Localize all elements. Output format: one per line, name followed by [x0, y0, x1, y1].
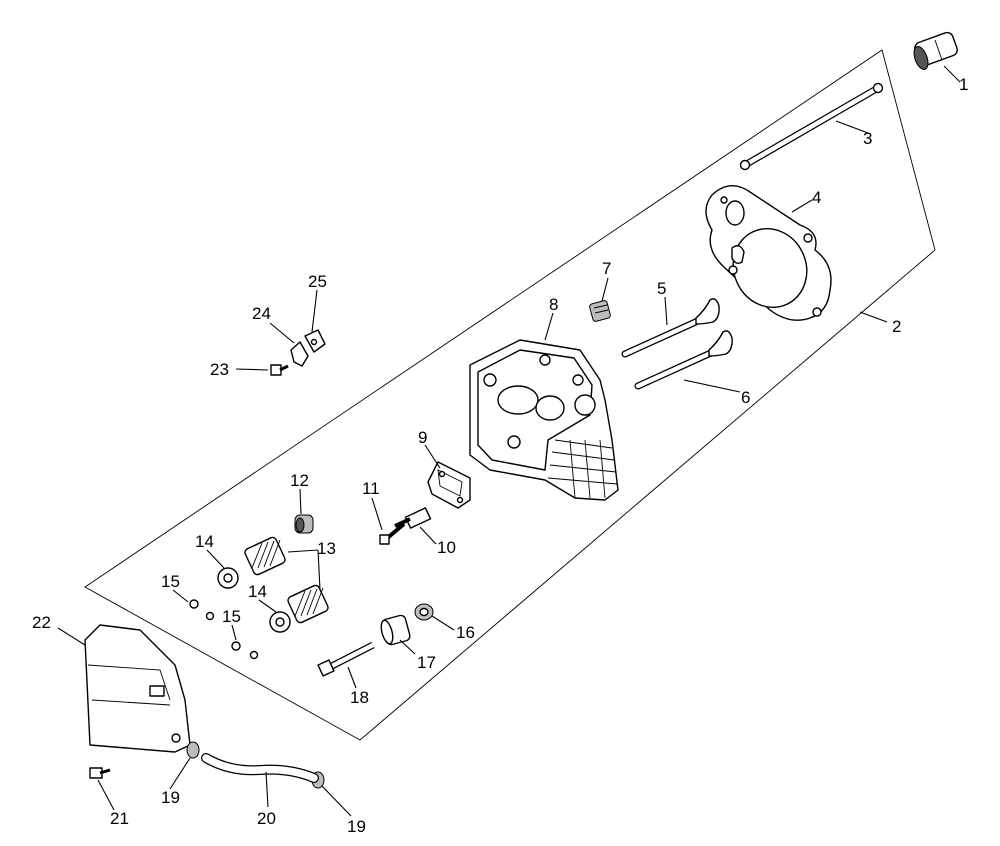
part-14-washer-upper	[217, 567, 239, 589]
part-9-rocker-bracket	[427, 461, 471, 509]
part-13-spring-upper	[244, 536, 286, 576]
label-20: 20	[257, 809, 276, 828]
label-13: 13	[317, 539, 336, 558]
label-12: 12	[290, 471, 309, 490]
part-7-valve-seal	[589, 300, 611, 322]
label-3: 3	[863, 129, 872, 148]
kit-outline	[84, 49, 936, 741]
part-6-valve	[634, 330, 733, 390]
part-1-tappet	[913, 31, 958, 70]
part-15-collets-upper	[189, 599, 215, 621]
label-18: 18	[350, 688, 369, 707]
label-8: 8	[549, 295, 558, 314]
part-15-collets-lower	[231, 641, 259, 660]
label-23: 23	[210, 360, 229, 379]
label-17: 17	[417, 653, 436, 672]
part-17-bushing	[380, 614, 411, 646]
part-18-bolt	[317, 641, 375, 677]
part-19-clamp-left	[186, 741, 200, 759]
leader-lines	[57, 65, 961, 817]
label-2: 2	[892, 317, 901, 336]
part-25-clip	[304, 329, 326, 353]
label-14-lower: 14	[248, 582, 267, 601]
part-22-rocker-cover	[84, 624, 191, 753]
label-22: 22	[32, 613, 51, 632]
part-16-seal	[414, 603, 434, 621]
label-19-right: 19	[347, 817, 366, 836]
label-16: 16	[456, 623, 475, 642]
label-5: 5	[657, 279, 666, 298]
part-3-push-rod	[739, 82, 884, 171]
part-labels: 1 2 3 4 5 6 7 8 9 10 11 12 13 14 14 15 1…	[32, 75, 968, 836]
label-24: 24	[252, 304, 271, 323]
part-23-screw	[270, 364, 289, 376]
label-14-upper: 14	[195, 532, 214, 551]
part-20-hose	[201, 753, 319, 783]
label-15-lower: 15	[222, 607, 241, 626]
part-4-head-gasket	[705, 185, 832, 321]
label-1: 1	[959, 75, 968, 94]
label-11: 11	[362, 479, 380, 498]
label-19-left: 19	[161, 788, 180, 807]
label-25: 25	[308, 272, 327, 291]
part-8-cylinder-head	[469, 339, 619, 501]
label-6: 6	[741, 388, 750, 407]
part-10-stud	[394, 507, 432, 529]
label-15-upper: 15	[161, 572, 180, 591]
part-24-bracket	[290, 341, 309, 367]
part-5-valve	[621, 298, 720, 358]
part-21-screw	[89, 767, 111, 779]
label-10: 10	[437, 538, 456, 557]
part-11-bolt	[379, 522, 406, 545]
label-4: 4	[812, 188, 821, 207]
part-12-cap	[294, 514, 314, 534]
part-13-spring-lower	[287, 584, 329, 624]
label-21: 21	[110, 809, 129, 828]
part-14-washer-lower	[269, 611, 291, 633]
label-7: 7	[602, 259, 611, 278]
label-9: 9	[418, 428, 427, 447]
